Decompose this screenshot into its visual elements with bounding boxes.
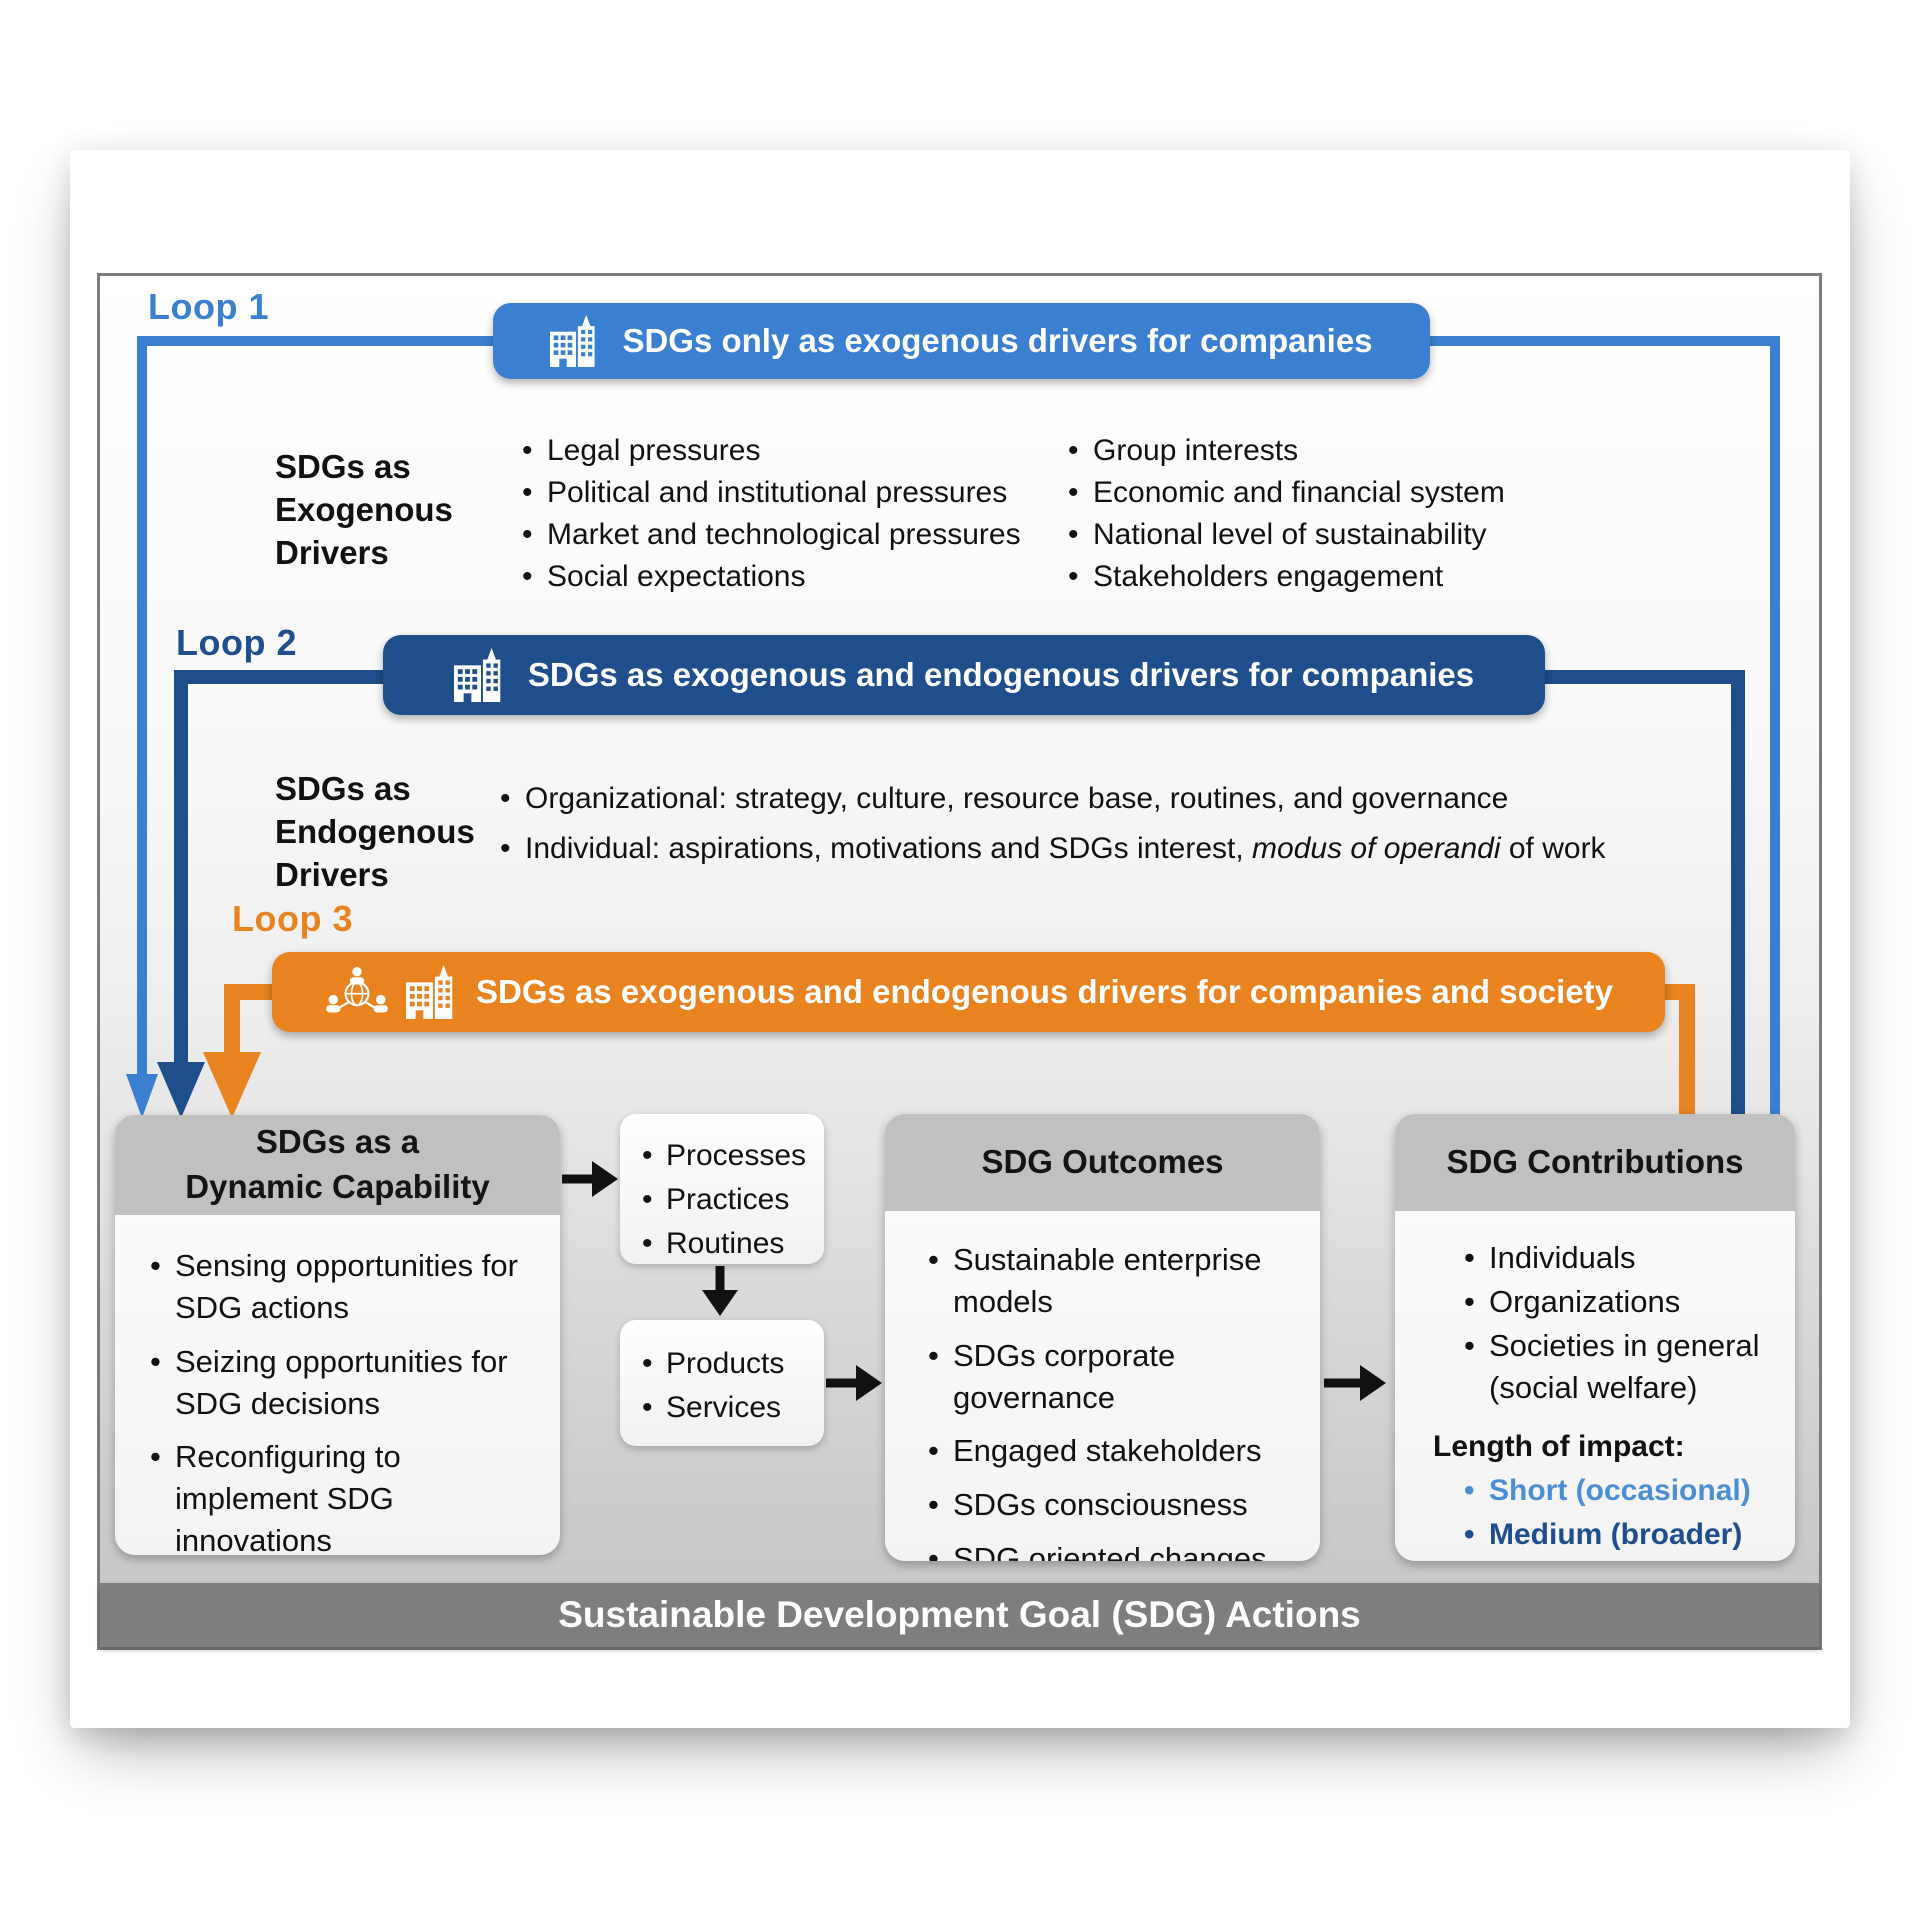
dynamic-capability-list: Sensing opportunities for SDG actions Se… (115, 1215, 560, 1555)
list-item: Sustainable enterprise models (925, 1239, 1304, 1323)
list-item: Routines (640, 1222, 824, 1266)
length-of-impact-title: Length of impact: (1433, 1430, 1685, 1464)
list-item: Organizations (1461, 1281, 1781, 1323)
society-network-icon (326, 966, 388, 1013)
loop2-label: Loop 2 (176, 622, 297, 663)
building-icon (406, 965, 453, 1019)
exogenous-drivers-title: SDGs as Exogenous Drivers (275, 448, 453, 571)
sdg-contributions-list: Individuals Organizations Societies in g… (1461, 1237, 1781, 1408)
products-box: Products Services (620, 1320, 824, 1446)
building-icon (453, 648, 501, 702)
loop2-banner-text: SDGs as exogenous and endogenous drivers… (527, 656, 1475, 693)
loop3-label: Loop 3 (232, 898, 353, 939)
loop3-banner-text: SDGs as exogenous and endogenous drivers… (476, 973, 1613, 1010)
impact-item-long: Long (impactful) (1461, 1557, 1781, 1561)
list-item: Legal pressures (520, 430, 1080, 472)
list-item: Sensing opportunities for SDG actions (147, 1245, 535, 1329)
list-item: Market and technological pressures (520, 514, 1080, 556)
list-item: Organizational: strategy, culture, resou… (498, 778, 1808, 820)
loop1-banner-text: SDGs only as exogenous drivers for compa… (622, 322, 1373, 359)
length-of-impact-list: Short (occasional) Medium (broader) Long… (1461, 1470, 1781, 1561)
impact-item-medium: Medium (broader) (1461, 1514, 1781, 1556)
list-item: Products (640, 1342, 824, 1386)
endogenous-drivers-title: SDGs as Endogenous Drivers (275, 770, 475, 893)
list-item: National level of sustainability (1066, 514, 1646, 556)
list-item: Processes (640, 1134, 824, 1178)
impact-item-short: Short (occasional) (1461, 1470, 1781, 1512)
list-item: Services (640, 1386, 824, 1430)
loop3-banner: SDGs as exogenous and endogenous drivers… (272, 952, 1665, 1032)
loop1-banner: SDGs only as exogenous drivers for compa… (493, 303, 1430, 379)
sdg-contributions-box: SDG Contributions Individuals Organizati… (1395, 1114, 1795, 1561)
list-item: Stakeholders engagement (1066, 556, 1646, 598)
list-item: Social expectations (520, 556, 1080, 598)
products-list: Products Services (640, 1342, 824, 1430)
list-item: Political and institutional pressures (520, 472, 1080, 514)
footer-title-bar: Sustainable Development Goal (SDG) Actio… (100, 1583, 1819, 1647)
list-item: SDGs consciousness (925, 1484, 1304, 1526)
exogenous-list-col2: Group interests Economic and financial s… (1066, 430, 1646, 598)
dynamic-capability-box: SDGs as a Dynamic Capability Sensing opp… (115, 1115, 560, 1555)
list-item: Group interests (1066, 430, 1646, 472)
list-item: SDGs corporate governance (925, 1335, 1304, 1419)
building-icon (550, 315, 596, 367)
list-item: Engaged stakeholders (925, 1430, 1304, 1472)
list-item: Individual: aspirations, motivations and… (498, 828, 1808, 870)
dynamic-capability-title: SDGs as a Dynamic Capability (115, 1115, 560, 1215)
italic-phrase: modus of operandi (1252, 832, 1501, 865)
loop2-banner: SDGs as exogenous and endogenous drivers… (383, 635, 1545, 715)
footer-title: Sustainable Development Goal (SDG) Actio… (558, 1594, 1361, 1635)
sdg-outcomes-title: SDG Outcomes (885, 1114, 1320, 1211)
loop1-label: Loop 1 (148, 286, 269, 327)
list-item: Societies in general (social welfare) (1461, 1325, 1781, 1409)
processes-box: Processes Practices Routines (620, 1114, 824, 1266)
list-item: Economic and financial system (1066, 472, 1646, 514)
list-item: Reconfiguring to implement SDG innovatio… (147, 1436, 535, 1555)
sdg-outcomes-list: Sustainable enterprise models SDGs corpo… (885, 1211, 1320, 1561)
endogenous-list: Organizational: strategy, culture, resou… (498, 778, 1808, 870)
list-item: Individuals (1461, 1237, 1781, 1279)
list-item: Seizing opportunities for SDG decisions (147, 1341, 535, 1425)
list-item: Practices (640, 1178, 824, 1222)
exogenous-list-col1: Legal pressures Political and institutio… (520, 430, 1080, 598)
sdg-contributions-title: SDG Contributions (1395, 1114, 1795, 1211)
sdg-outcomes-box: SDG Outcomes Sustainable enterprise mode… (885, 1114, 1320, 1561)
list-item: SDG oriented changes (925, 1538, 1304, 1561)
processes-list: Processes Practices Routines (640, 1134, 824, 1266)
